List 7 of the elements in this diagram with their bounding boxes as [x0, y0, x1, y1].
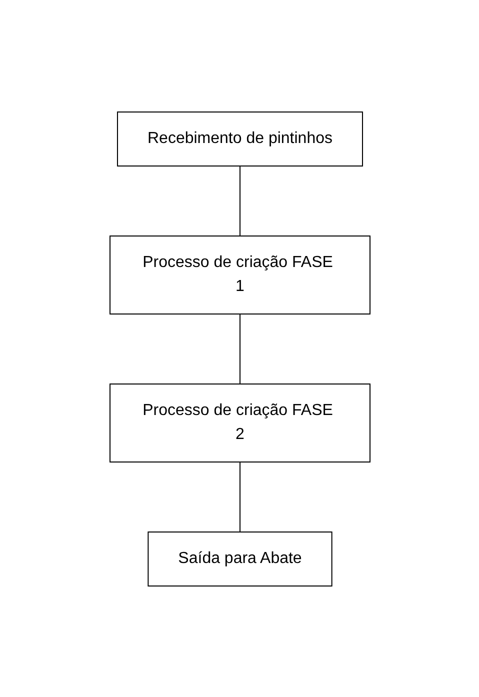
- connector: [239, 313, 240, 384]
- connector: [239, 461, 240, 532]
- node-box: Processo de criação FASE 2: [109, 383, 370, 462]
- connector: [239, 165, 240, 236]
- node-box: Recebimento de pintinhos: [116, 111, 362, 166]
- node-box: Saída para Abate: [147, 531, 332, 586]
- node-box: Processo de criação FASE 1: [109, 235, 370, 314]
